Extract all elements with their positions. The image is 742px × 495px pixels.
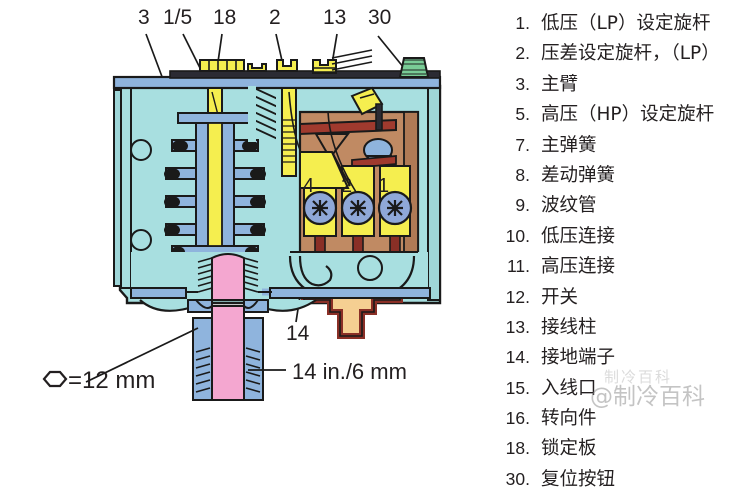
- legend-item: 1. 低压（LP）设定旋杆: [496, 8, 742, 38]
- reset-button-30[interactable]: [398, 57, 430, 78]
- legend-label: 接地端子: [541, 347, 616, 369]
- differential-spring: [248, 49, 373, 148]
- legend-item: 14. 接地端子: [496, 342, 742, 372]
- legend-number: 9.: [515, 195, 530, 216]
- legend-number: 1.: [515, 13, 530, 33]
- mounting-hole-bottom: [130, 229, 152, 251]
- base-and-bellows: [130, 253, 431, 313]
- legend-number: 12.: [505, 286, 530, 307]
- terminal-label-1: 1: [378, 175, 389, 197]
- legend-label: 低压（LP）设定旋杆: [541, 13, 711, 34]
- top-callout-labels: 3 1/5 18 2 13 30: [138, 6, 391, 29]
- legend-label: 转向件: [541, 408, 597, 430]
- legend-number: 10.: [505, 225, 530, 246]
- legend-label: 接线柱: [541, 316, 597, 338]
- legend-number: 11.: [506, 256, 530, 277]
- legend-label: 锁定板: [541, 438, 597, 460]
- callout-18: 18: [213, 6, 236, 29]
- callout-14-ground: 14: [286, 322, 310, 345]
- legend-list: 1. 低压（LP）设定旋杆 2. 压差设定旋杆，（LP） 3. 主臂 5. 高压…: [496, 8, 742, 490]
- hex-size-note: =12 mm: [42, 367, 155, 394]
- pressure-switch-svg: 3 1/5 18 2 13 30: [42, 6, 442, 401]
- legend-item: 7. 主弹簧: [496, 130, 742, 160]
- legend-number: 3.: [515, 73, 530, 94]
- legend-number: 7.: [515, 134, 530, 155]
- terminal-label-2: 2: [341, 175, 352, 197]
- legend-item: 9. 波纹管: [496, 190, 742, 220]
- legend-label: 差动弹簧: [541, 164, 616, 186]
- adjustment-screws[interactable]: [199, 59, 337, 74]
- terminal-label-4: 4: [303, 175, 314, 197]
- callout-3: 3: [138, 6, 150, 29]
- legend-number: 8.: [515, 164, 530, 185]
- thread-size-label: 14 in./6 mm: [292, 359, 407, 384]
- bottom-note-leaders: [85, 327, 286, 383]
- legend-item: 13. 接线柱: [496, 312, 742, 342]
- legend-label: 高压连接: [541, 256, 616, 278]
- callout-1-5: 1/5: [163, 6, 192, 29]
- legend-number: 13.: [505, 316, 530, 337]
- legend-item: 16. 转向件: [496, 403, 742, 433]
- legend-label: 低压连接: [541, 225, 616, 247]
- lower-chamber: [131, 251, 428, 302]
- legend-label: 复位按钮: [541, 468, 616, 490]
- legend-label: 主臂: [541, 73, 579, 95]
- legend-item: 30. 复位按钮: [496, 464, 742, 494]
- legend-item: 10. 低压连接: [496, 221, 742, 251]
- callout-13: 13: [323, 6, 346, 29]
- legend-item: 8. 差动弹簧: [496, 160, 742, 190]
- differential-setting-rod: [281, 87, 297, 177]
- legend-number: 18.: [505, 438, 530, 459]
- legend-number: 2.: [515, 43, 530, 64]
- screenshot-root: 3 1/5 18 2 13 30: [42, 6, 742, 490]
- legend-item: 11. 高压连接: [496, 251, 742, 281]
- callout-30: 30: [368, 6, 391, 29]
- pressure-switch-diagram: 3 1/5 18 2 13 30: [42, 6, 442, 401]
- legend-item: 15. 入线口: [496, 373, 742, 403]
- legend-label: 入线口: [541, 377, 597, 399]
- legend-item: 2. 压差设定旋杆，（LP）: [496, 38, 742, 68]
- threaded-connector-stem: [192, 305, 264, 401]
- legend-item: 12. 开关: [496, 282, 742, 312]
- mounting-hole-top: [130, 139, 152, 161]
- legend-number: 5.: [515, 104, 530, 125]
- legend-label: 波纹管: [541, 195, 597, 217]
- legend-number: 16.: [505, 408, 530, 429]
- legend-item: 18. 锁定板: [496, 433, 742, 463]
- callout-2: 2: [269, 6, 281, 29]
- legend-label: 开关: [541, 286, 579, 308]
- hexagon-icon: [42, 370, 68, 388]
- legend-label: 主弹簧: [541, 134, 597, 156]
- legend-item: 3. 主臂: [496, 69, 742, 99]
- legend-number: 15.: [505, 377, 530, 398]
- main-spring: [164, 112, 266, 258]
- main-arm-lever: [299, 118, 397, 136]
- legend-item: 5. 高压（HP）设定旋杆: [496, 99, 742, 129]
- top-cover-plate: [112, 70, 442, 90]
- terminal-screws[interactable]: 4 2 1: [288, 91, 413, 253]
- legend-label: 高压（HP）设定旋杆: [541, 104, 715, 126]
- legend-number: 30.: [505, 468, 530, 489]
- legend-label: 压差设定旋杆，（LP）: [541, 43, 720, 65]
- hex-size-label: =12 mm: [68, 367, 155, 394]
- legend-number: 14.: [505, 347, 530, 368]
